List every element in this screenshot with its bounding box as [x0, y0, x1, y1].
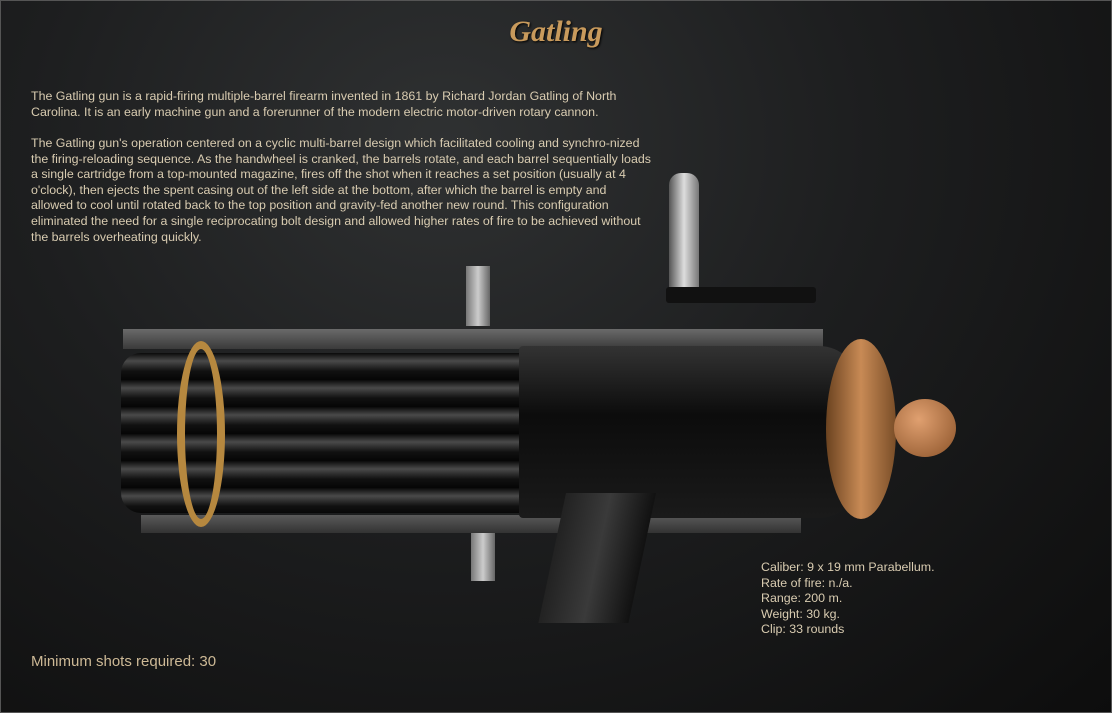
spec-rate-of-fire: Rate of fire: n./a.: [761, 575, 853, 590]
spec-range: Range: 200 m.: [761, 591, 843, 606]
spec-weight: Weight: 30 kg.: [761, 606, 840, 621]
weapon-specs: Caliber: 9 x 19 mm Parabellum. Rate of f…: [761, 560, 935, 638]
weapon-title: Gatling: [509, 15, 603, 48]
spec-clip: Clip: 33 rounds: [761, 622, 845, 637]
spec-caliber: Caliber: 9 x 19 mm Parabellum.: [761, 560, 935, 574]
description-paragraph: The Gatling gun is a rapid-firing multip…: [31, 89, 617, 119]
minimum-shots-label: Minimum shots required: 30: [31, 653, 217, 670]
description-paragraph: The Gatling gun's operation centered on …: [31, 136, 651, 244]
